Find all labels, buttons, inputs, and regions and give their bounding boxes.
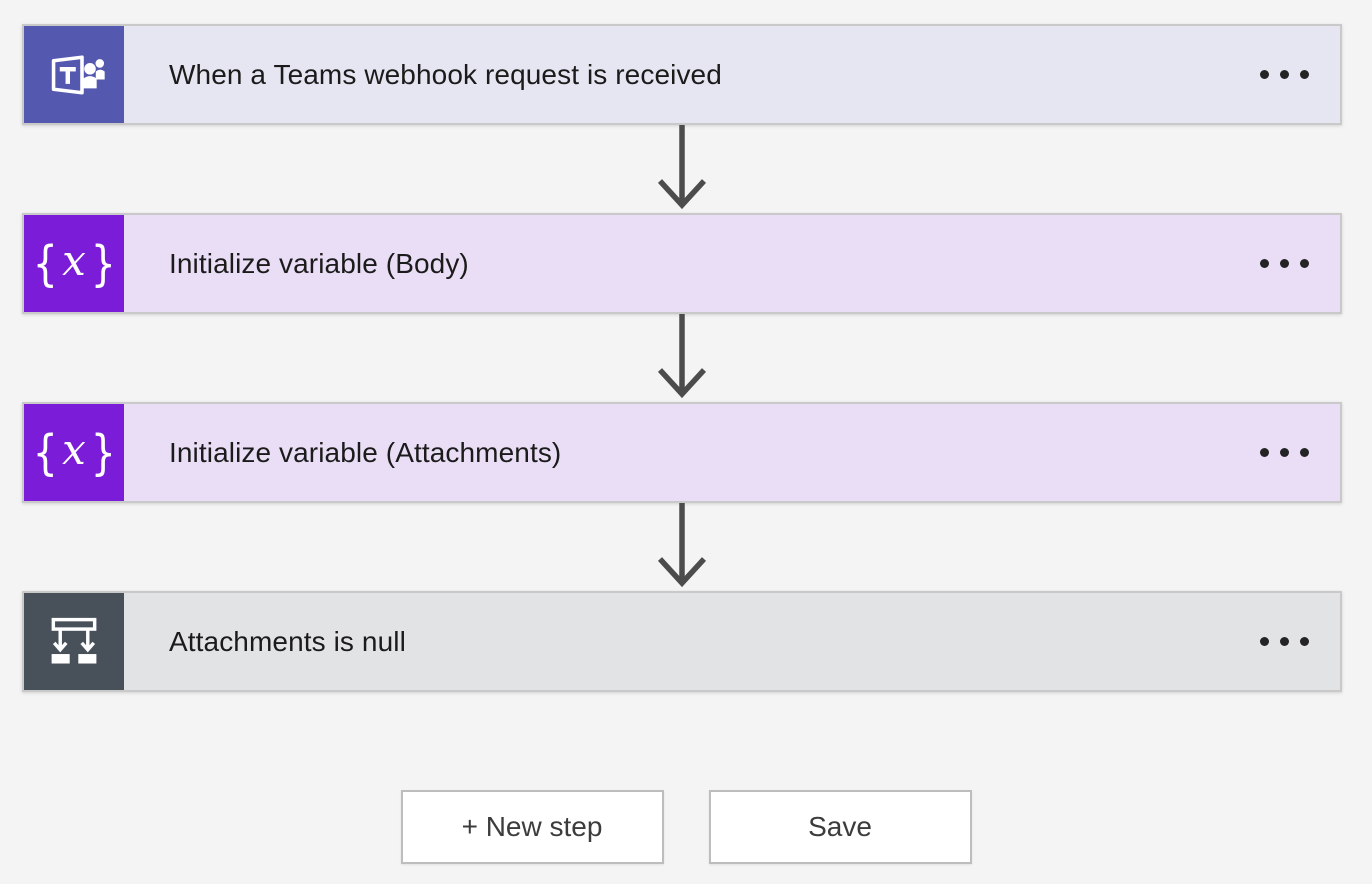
footer-actions: + New step Save <box>0 790 1372 864</box>
variable-icon: {x} <box>24 215 124 312</box>
step-connector <box>22 503 1342 591</box>
teams-icon <box>24 26 124 123</box>
step-title: Initialize variable (Body) <box>169 247 469 279</box>
arrow-down-icon <box>657 314 707 399</box>
step-menu-button[interactable] <box>1228 26 1340 123</box>
step-card-initialize-variable-attachments[interactable]: {x} Initialize variable (Attachments) <box>22 402 1342 503</box>
condition-icon <box>24 593 124 690</box>
ellipsis-icon <box>1299 637 1309 646</box>
variable-glyph: {x} <box>32 424 116 481</box>
step-menu-button[interactable] <box>1228 593 1340 690</box>
arrow-down-icon <box>657 125 707 210</box>
ellipsis-icon <box>1299 70 1309 79</box>
save-button[interactable]: Save <box>708 790 972 864</box>
ellipsis-icon <box>1259 70 1269 79</box>
step-card-condition-attachments-is-null[interactable]: Attachments is null <box>22 591 1342 692</box>
step-title: Attachments is null <box>169 625 406 657</box>
ellipsis-icon <box>1259 259 1269 268</box>
ellipsis-icon <box>1259 448 1269 457</box>
new-step-button[interactable]: + New step <box>400 790 664 864</box>
step-title: Initialize variable (Attachments) <box>169 436 562 468</box>
variable-glyph: {x} <box>32 235 116 292</box>
step-card-initialize-variable-body[interactable]: {x} Initialize variable (Body) <box>22 213 1342 314</box>
step-menu-button[interactable] <box>1228 215 1340 312</box>
step-menu-button[interactable] <box>1228 404 1340 501</box>
arrow-down-icon <box>657 503 707 588</box>
ellipsis-icon <box>1299 259 1309 268</box>
ellipsis-icon <box>1279 259 1289 268</box>
ellipsis-icon <box>1279 637 1289 646</box>
flow-steps-list: When a Teams webhook request is received… <box>22 24 1342 692</box>
step-card-teams-webhook-trigger[interactable]: When a Teams webhook request is received <box>22 24 1342 125</box>
variable-icon: {x} <box>24 404 124 501</box>
step-title: When a Teams webhook request is received <box>169 58 722 90</box>
step-connector <box>22 314 1342 402</box>
ellipsis-icon <box>1279 448 1289 457</box>
ellipsis-icon <box>1259 637 1269 646</box>
step-connector <box>22 125 1342 213</box>
ellipsis-icon <box>1279 70 1289 79</box>
ellipsis-icon <box>1299 448 1309 457</box>
